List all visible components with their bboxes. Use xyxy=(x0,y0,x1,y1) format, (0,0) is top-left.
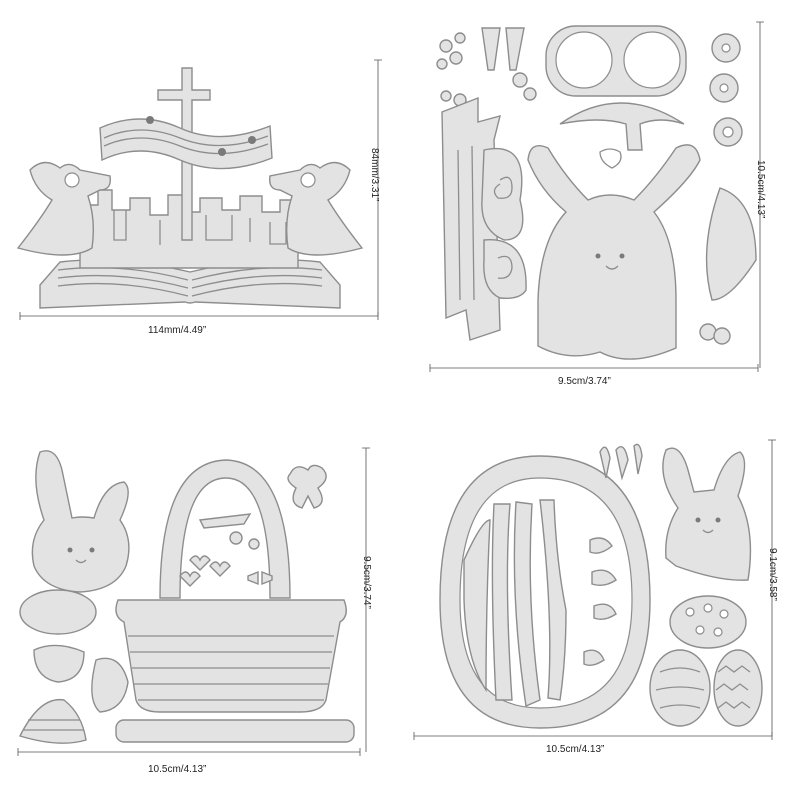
basket-base-die xyxy=(115,719,355,743)
bunny-glasses-die-set xyxy=(436,25,757,360)
left-angel-die xyxy=(16,161,111,256)
music-notes-banner-die xyxy=(99,118,273,170)
scallop-die xyxy=(705,187,757,301)
church-set-height-label: 84mm/3.31” xyxy=(369,148,380,201)
egg-set-width-label: 10.5cm/4.13” xyxy=(546,744,604,755)
bunny-body-die xyxy=(527,144,701,360)
bunny-set-height-label: 10.5cm/4.13” xyxy=(755,160,766,218)
church-set-dimensions: 114mm/4.49” 84mm/3.31” xyxy=(19,59,382,336)
swirl-die xyxy=(481,148,524,241)
church-die-set xyxy=(16,67,364,309)
bunny-set-width-label: 9.5cm/3.74” xyxy=(558,376,611,387)
bunny-set-dimensions: 9.5cm/3.74” 10.5cm/4.13” xyxy=(429,21,766,387)
umbrella-die xyxy=(559,102,685,151)
big-egg-die-set xyxy=(439,443,763,729)
basket-die-set xyxy=(19,450,355,744)
striped-egg-die xyxy=(19,698,87,744)
egg-set-height-label: 9.1cm/3.58” xyxy=(767,548,778,601)
egg-half-die xyxy=(33,644,85,683)
basket-set-dimensions: 10.5cm/4.13” 9.5cm/3.74” xyxy=(17,447,372,775)
basket-body-die xyxy=(115,599,347,713)
basket-handle-die xyxy=(159,459,291,599)
church-set-width-label: 114mm/4.49” xyxy=(148,325,206,336)
bunny-head-die xyxy=(31,450,130,593)
basket-set-width-label: 10.5cm/4.13” xyxy=(148,764,206,775)
zigzag-egg-die xyxy=(713,649,763,727)
cracked-egg-die xyxy=(91,657,129,713)
glasses-die xyxy=(545,25,687,97)
bow-die xyxy=(287,464,327,509)
right-angel-die xyxy=(269,161,364,256)
swirl-egg-die xyxy=(649,649,711,727)
flower-die xyxy=(709,33,743,147)
basket-set-height-label: 9.5cm/3.74” xyxy=(361,556,372,609)
bunny-ghost-die xyxy=(662,447,752,581)
egg-set-dimensions: 10.5cm/4.13” 9.1cm/3.58” xyxy=(413,439,778,755)
